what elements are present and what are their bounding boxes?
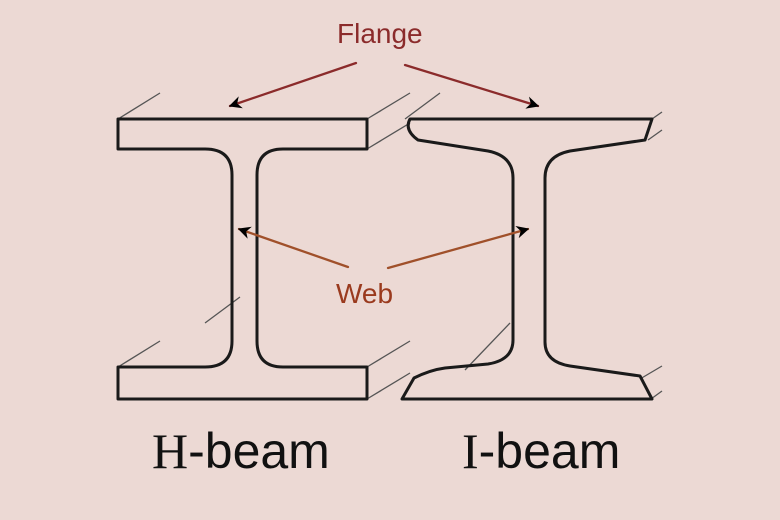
flange-label: Flange xyxy=(337,18,423,49)
web-label: Web xyxy=(336,278,394,309)
flange-arrows xyxy=(228,61,540,109)
i-beam-outline xyxy=(400,117,654,401)
web-arrows xyxy=(237,225,530,270)
web-arrow-left xyxy=(237,226,350,269)
i-beam-suffix: -beam xyxy=(478,423,621,479)
h-beam-caption: H-beam xyxy=(152,422,330,480)
i-beam-depth-lines xyxy=(404,92,663,400)
i-beam-letter: I xyxy=(462,423,479,479)
h-beam-letter: H xyxy=(152,423,189,479)
flange-arrow-right xyxy=(403,63,540,109)
h-beam-suffix: -beam xyxy=(188,423,330,479)
h-beam-outline xyxy=(116,117,369,401)
flange-arrow-left xyxy=(228,61,358,109)
i-beam-caption: I-beam xyxy=(462,422,620,480)
h-beam-depth-lines xyxy=(117,92,411,400)
web-arrow-right xyxy=(386,225,530,270)
